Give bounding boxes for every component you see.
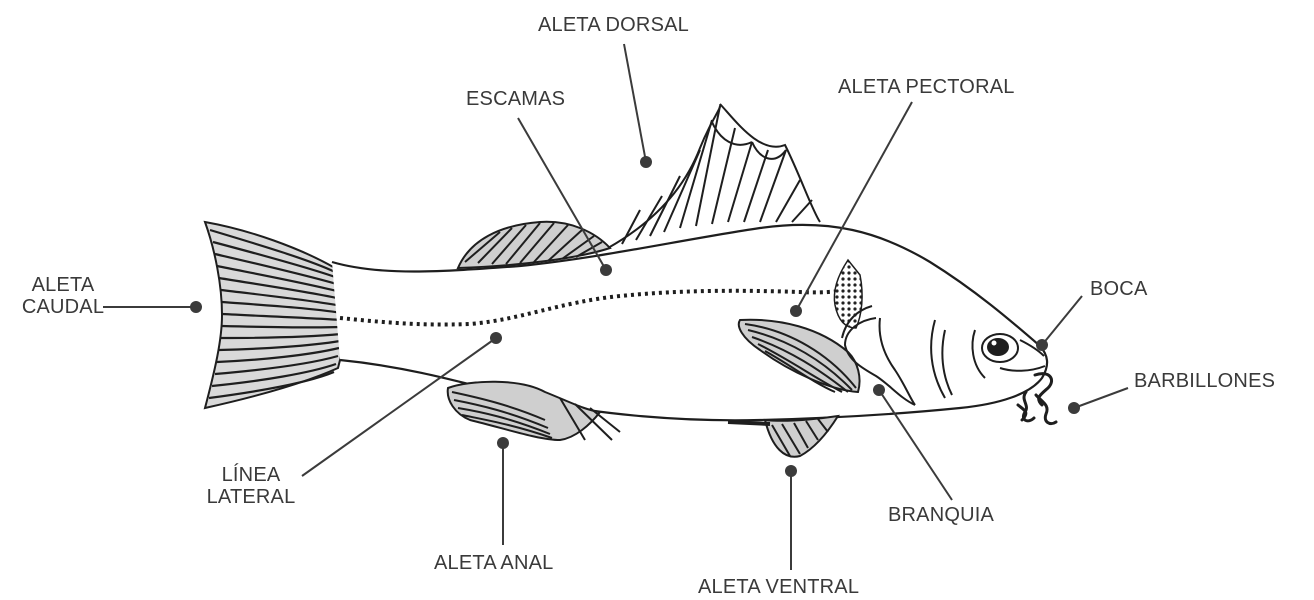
label-aleta-dorsal: ALETA DORSAL xyxy=(538,14,689,36)
label-boca-text: BOCA xyxy=(1090,278,1147,300)
dot-aleta-dorsal xyxy=(640,156,652,168)
dot-aleta-pectoral xyxy=(790,305,802,317)
label-barbillones: BARBILLONES xyxy=(1134,370,1275,392)
label-linea-lateral-line2: LATERAL xyxy=(196,486,306,508)
ventral-fin xyxy=(728,416,838,457)
label-aleta-pectoral-text: ALETA PECTORAL xyxy=(838,76,1015,98)
dot-boca xyxy=(1036,339,1048,351)
label-aleta-pectoral: ALETA PECTORAL xyxy=(838,76,1015,98)
label-aleta-caudal-line2: CAUDAL xyxy=(18,296,108,318)
label-aleta-ventral-text: ALETA VENTRAL xyxy=(698,576,859,598)
label-barbillones-text: BARBILLONES xyxy=(1134,370,1275,392)
label-escamas: ESCAMAS xyxy=(466,88,565,110)
dot-branquia xyxy=(873,384,885,396)
label-aleta-ventral: ALETA VENTRAL xyxy=(698,576,859,598)
label-aleta-anal: ALETA ANAL xyxy=(434,552,553,574)
label-boca: BOCA xyxy=(1090,278,1147,300)
dot-barbillones xyxy=(1068,402,1080,414)
label-aleta-anal-text: ALETA ANAL xyxy=(434,552,553,574)
label-branquia-text: BRANQUIA xyxy=(888,504,994,526)
dot-linea-lateral xyxy=(490,332,502,344)
label-escamas-text: ESCAMAS xyxy=(466,88,565,110)
dot-aleta-ventral xyxy=(785,465,797,477)
label-branquia: BRANQUIA xyxy=(888,504,994,526)
dot-aleta-anal xyxy=(497,437,509,449)
dot-aleta-caudal xyxy=(190,301,202,313)
label-aleta-dorsal-text: ALETA DORSAL xyxy=(538,14,689,36)
label-aleta-caudal-line1: ALETA xyxy=(18,274,108,296)
label-aleta-caudal: ALETA CAUDAL xyxy=(18,274,108,318)
label-linea-lateral: LÍNEA LATERAL xyxy=(196,464,306,508)
dot-escamas xyxy=(600,264,612,276)
caudal-fin xyxy=(205,222,345,408)
label-linea-lateral-line1: LÍNEA xyxy=(196,464,306,486)
